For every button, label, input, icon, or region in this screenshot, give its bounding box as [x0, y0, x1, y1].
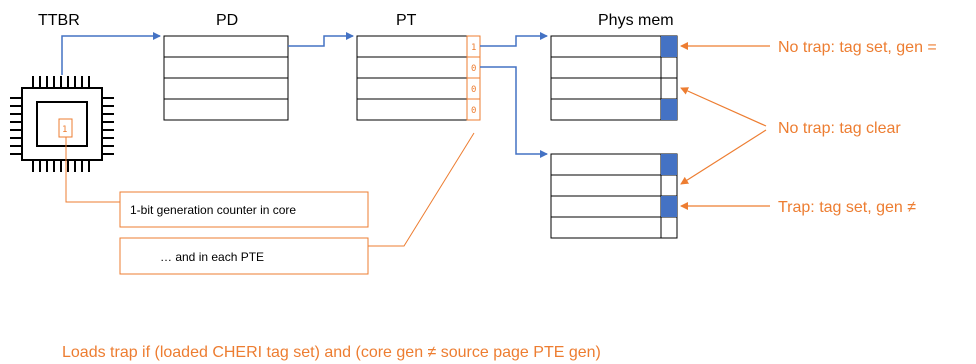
pte-callout-text: … and in each PTE — [160, 250, 264, 264]
pte-gen-bit: 1 — [471, 43, 476, 53]
footer-rule-text: Loads trap if (loaded CHERI tag set) and… — [62, 344, 601, 361]
phys-mem-label: Phys mem — [598, 12, 674, 29]
no-trap-clear-arrow-2 — [680, 129, 767, 185]
tag-set-cell — [661, 154, 677, 175]
core-gen-bit: 1 — [62, 125, 67, 135]
pte-gen-bit-cell — [466, 98, 481, 121]
pt-table — [356, 35, 468, 121]
tag-set-cell — [661, 36, 677, 57]
no-trap-tag-clear-label: No trap: tag clear — [778, 120, 901, 137]
pt-to-page1-arrow — [480, 32, 548, 47]
pt-to-page2-arrow — [480, 66, 548, 158]
ttbr-label: TTBR — [38, 12, 80, 29]
ttbr-to-pd-arrow — [61, 32, 161, 75]
trap-tag-set-label: Trap: tag set, gen ≠ — [778, 199, 916, 216]
tag-set-cell — [661, 99, 677, 120]
core-counter-leader — [65, 137, 120, 203]
pd-to-pt-arrow — [288, 32, 354, 47]
pte-leader — [368, 132, 475, 247]
tag-set-cell — [661, 196, 677, 217]
pd-label: PD — [216, 12, 238, 29]
phys-mem-page-2 — [550, 153, 678, 239]
no-trap-clear-arrow-1 — [680, 87, 767, 127]
cpu-chip-icon — [10, 76, 114, 172]
no-trap-tag-set-label: No trap: tag set, gen = — [778, 39, 937, 56]
core-counter-callout — [119, 191, 369, 228]
pd-table — [163, 35, 289, 121]
pt-label: PT — [396, 12, 417, 29]
pte-callout — [119, 237, 369, 275]
pte-gen-bit: 0 — [471, 64, 476, 74]
pte-gen-bits: 1 0 0 0 — [466, 35, 481, 121]
phys-mem-page-1 — [550, 35, 678, 121]
pte-gen-bit: 0 — [471, 106, 476, 116]
pte-gen-bit: 0 — [471, 85, 476, 95]
core-counter-callout-text: 1-bit generation counter in core — [130, 203, 296, 217]
